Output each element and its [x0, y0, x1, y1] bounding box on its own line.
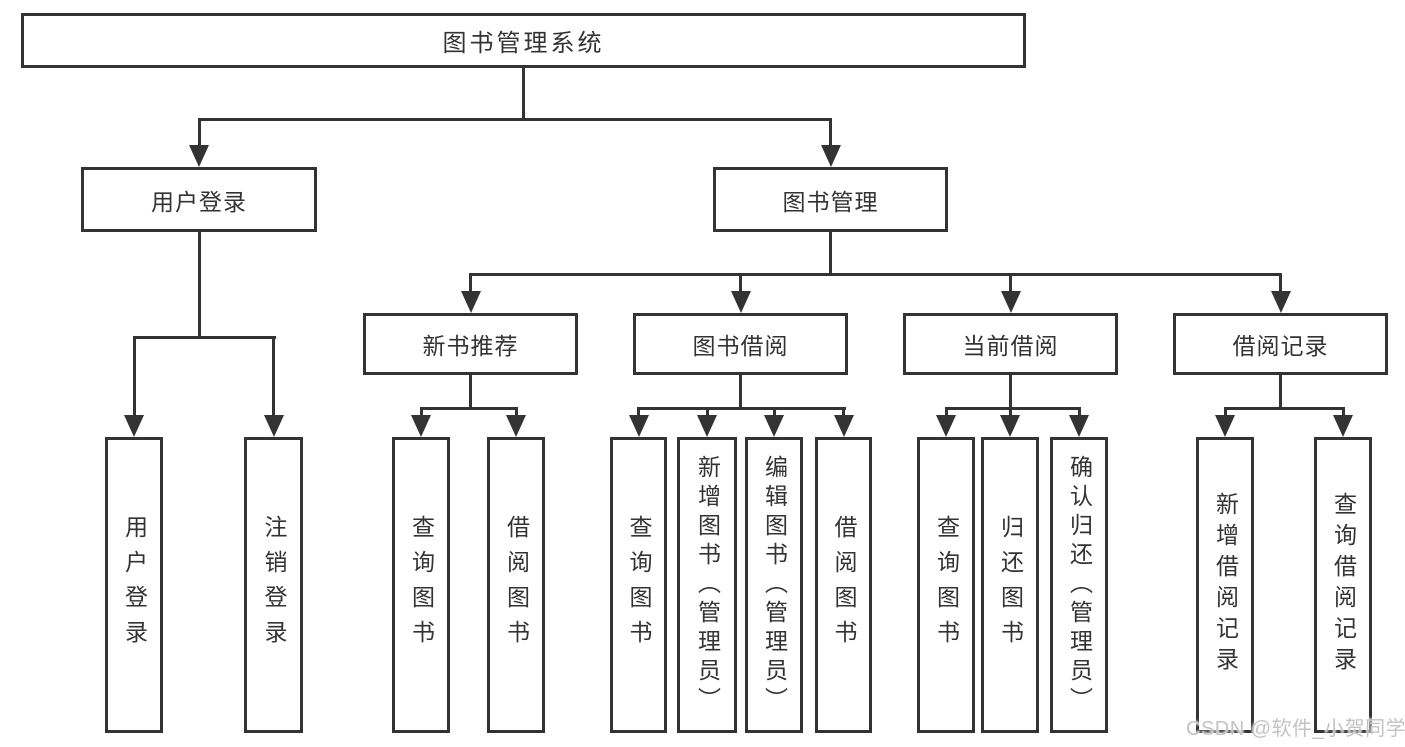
arrowhead-down-icon — [1215, 415, 1235, 437]
arrowhead-down-icon — [461, 291, 481, 313]
leaf-recommend-borrow-books-label: 借阅图书 — [503, 515, 530, 655]
leaf-logout-label: 注销登录 — [261, 515, 287, 655]
arrowhead-down-icon — [629, 415, 649, 437]
arrowhead-down-icon — [1069, 415, 1089, 437]
connector-line — [469, 273, 1282, 276]
node-book-borrowing: 图书借阅 — [633, 313, 848, 375]
connector-line — [637, 407, 846, 410]
leaf-borrow-books-label: 借阅图书 — [831, 515, 857, 655]
leaf-return-books-label: 归还图书 — [997, 515, 1024, 655]
connector-line — [1342, 407, 1345, 417]
connector-line — [469, 273, 472, 293]
arrowhead-down-icon — [764, 415, 784, 437]
connector-line — [1224, 407, 1227, 417]
connector-line — [198, 118, 201, 147]
connector-line — [706, 407, 709, 417]
leaf-add-books-admin: 新增图书（管理员） — [677, 437, 737, 733]
arrowhead-down-icon — [1271, 291, 1291, 313]
node-borrowing-records-label: 借阅记录 — [1232, 333, 1329, 359]
connector-line — [1009, 273, 1012, 293]
leaf-recommend-borrow-books: 借阅图书 — [487, 437, 545, 733]
arrowhead-down-icon — [936, 415, 956, 437]
connector-line — [272, 336, 275, 417]
leaf-add-borrow-record: 新增借阅记录 — [1196, 437, 1254, 733]
connector-line — [198, 118, 831, 121]
node-book-management-label: 图书管理 — [782, 188, 879, 215]
connector-line — [945, 407, 948, 417]
arrowhead-down-icon — [821, 145, 841, 167]
node-new-book-recommend: 新书推荐 — [363, 313, 578, 375]
leaf-borrowing-query-books: 查询图书 — [610, 437, 667, 733]
connector-line — [1009, 407, 1012, 417]
leaf-borrowing-query-books-label: 查询图书 — [626, 515, 652, 655]
arrowhead-down-icon — [1333, 415, 1353, 437]
leaf-add-borrow-record-label: 新增借阅记录 — [1212, 492, 1239, 678]
node-borrowing-records: 借阅记录 — [1173, 313, 1388, 375]
node-new-book-recommend-label: 新书推荐 — [422, 333, 519, 359]
leaf-current-query-books-label: 查询图书 — [933, 515, 960, 655]
connector-line — [522, 68, 525, 121]
connector-line — [420, 407, 423, 417]
leaf-recommend-query-books: 查询图书 — [392, 437, 450, 733]
node-root-label: 图书管理系统 — [442, 30, 605, 57]
leaf-recommend-query-books-label: 查询图书 — [408, 515, 435, 655]
arrowhead-down-icon — [1000, 415, 1020, 437]
arrowhead-down-icon — [697, 415, 717, 437]
leaf-logout: 注销登录 — [244, 437, 303, 733]
node-current-borrowing-label: 当前借阅 — [962, 333, 1059, 359]
node-book-borrowing-label: 图书借阅 — [692, 333, 789, 359]
arrowhead-down-icon — [411, 415, 431, 437]
connector-line — [739, 375, 742, 410]
arrowhead-down-icon — [124, 415, 144, 437]
arrowhead-down-icon — [731, 291, 751, 313]
node-current-borrowing: 当前借阅 — [903, 313, 1118, 375]
leaf-query-borrow-record: 查询借阅记录 — [1314, 437, 1372, 733]
leaf-user-login: 用户登录 — [105, 437, 163, 733]
connector-line — [515, 407, 518, 417]
node-user-login-label: 用户登录 — [151, 188, 247, 215]
arrowhead-down-icon — [189, 145, 209, 167]
arrowhead-down-icon — [834, 415, 854, 437]
connector-line — [1224, 407, 1345, 410]
connector-line — [739, 273, 742, 293]
leaf-query-borrow-record-label: 查询借阅记录 — [1330, 492, 1357, 678]
connector-line — [1279, 375, 1282, 410]
node-book-management: 图书管理 — [713, 167, 948, 232]
connector-line — [198, 232, 201, 339]
connector-line — [637, 407, 640, 417]
connector-line — [1078, 407, 1081, 417]
leaf-add-books-admin-label: 新增图书（管理员） — [694, 454, 721, 716]
connector-line — [829, 118, 832, 147]
connector-line — [1009, 375, 1012, 410]
node-user-login: 用户登录 — [81, 167, 317, 232]
connector-line — [842, 407, 845, 417]
connector-line — [420, 407, 518, 410]
leaf-current-query-books: 查询图书 — [917, 437, 975, 733]
leaf-confirm-return-admin: 确认归还（管理员） — [1050, 437, 1108, 733]
connector-line — [469, 375, 472, 410]
connector-line — [1279, 273, 1282, 293]
connector-line — [133, 336, 276, 339]
arrowhead-down-icon — [506, 415, 526, 437]
leaf-user-login-label: 用户登录 — [121, 515, 148, 655]
leaf-edit-books-admin-label: 编辑图书（管理员） — [761, 454, 788, 716]
arrowhead-down-icon — [1001, 291, 1021, 313]
arrowhead-down-icon — [264, 415, 284, 437]
leaf-edit-books-admin: 编辑图书（管理员） — [745, 437, 803, 733]
connector-line — [945, 407, 1081, 410]
leaf-borrow-books: 借阅图书 — [815, 437, 872, 733]
leaf-return-books: 归还图书 — [981, 437, 1039, 733]
leaf-confirm-return-admin-label: 确认归还（管理员） — [1066, 454, 1093, 716]
connector-line — [773, 407, 776, 417]
csdn-watermark: CSDN @软件_小贺同学 — [1186, 718, 1405, 740]
connector-line — [133, 336, 136, 417]
connector-line — [829, 232, 832, 276]
node-root: 图书管理系统 — [21, 13, 1026, 68]
